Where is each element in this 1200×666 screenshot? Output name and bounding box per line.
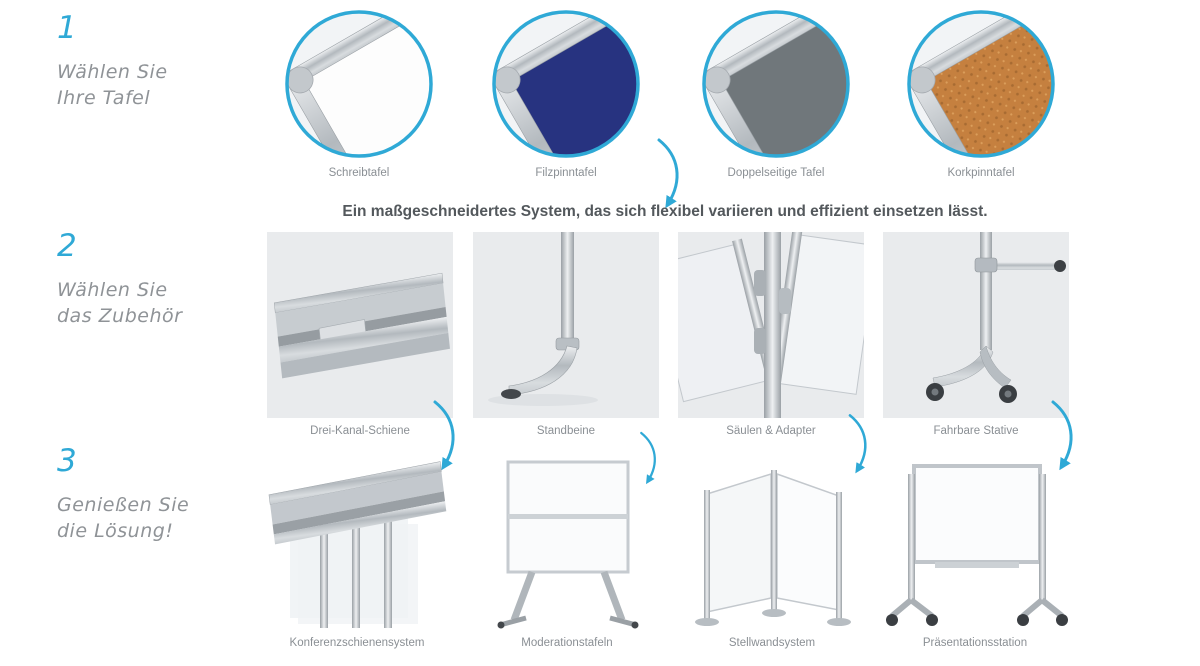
accessory-item-fahrbare-stative: Fahrbare Stative — [883, 232, 1069, 437]
solution-label: Konferenzschienensystem — [289, 637, 425, 649]
accessory-item-drei-kanal-schiene: Drei-Kanal-Schiene — [267, 232, 453, 437]
saeulen-adapter-photo — [678, 232, 864, 418]
filzpinntafel-photo — [492, 10, 640, 158]
fahrbare-stative-photo — [883, 232, 1069, 418]
accessory-label: Drei-Kanal-Schiene — [310, 425, 410, 437]
solution-item-konferenzschienensystem: Konferenzschienensystem — [262, 458, 452, 649]
moderationstafeln-photo — [497, 460, 639, 629]
board-label: Schreibtafel — [328, 167, 390, 179]
accessory-item-saeulen-adapter: Säulen & Adapter — [678, 232, 864, 437]
solution-item-praesentationsstation: Präsentationsstation — [880, 458, 1070, 649]
solution-label: Moderationstafeln — [521, 637, 613, 649]
standbeine-photo — [473, 232, 659, 418]
board-label: Doppelseitige Tafel — [727, 167, 825, 179]
accessory-item-standbeine: Standbeine — [473, 232, 659, 437]
solution-label: Präsentationsstation — [922, 637, 1028, 649]
board-item-doppelseitige-tafel: Doppelseitige Tafel — [700, 8, 852, 179]
board-item-filzpinntafel: Filzpinntafel — [490, 8, 642, 179]
system-headline: Ein maßgeschneidertes System, das sich f… — [342, 203, 988, 220]
stellwandsystem-photo — [695, 470, 851, 626]
accessory-label: Säulen & Adapter — [726, 425, 816, 437]
curved-arrow-icon — [1051, 400, 1073, 471]
board-item-korkpinntafel: Korkpinntafel — [905, 8, 1057, 179]
curved-arrow-icon — [433, 400, 455, 471]
solution-label: Stellwandsystem — [728, 637, 816, 649]
curved-arrow-icon — [848, 414, 867, 474]
step-3-number: 3 — [57, 443, 77, 479]
curved-arrow-icon — [640, 431, 656, 485]
praesentationsstation-photo — [886, 464, 1068, 626]
doppelseitige-tafel-photo — [702, 10, 850, 158]
accessory-label: Fahrbare Stative — [933, 425, 1019, 437]
board-item-schreibtafel: Schreibtafel — [283, 8, 435, 179]
board-label: Korkpinntafel — [947, 167, 1015, 179]
board-label: Filzpinntafel — [535, 167, 597, 179]
schreibtafel-photo — [285, 10, 433, 158]
solution-item-stellwandsystem: Stellwandsystem — [677, 458, 867, 649]
korkpinntafel-photo — [907, 10, 1055, 158]
konferenzschienensystem-photo — [268, 461, 447, 628]
step-1-number: 1 — [57, 10, 77, 46]
curved-arrow-icon — [657, 138, 679, 209]
solution-item-moderationstafeln: Moderationstafeln — [472, 458, 662, 649]
accessory-label: Standbeine — [536, 425, 596, 437]
step-2-number: 2 — [57, 228, 77, 264]
drei-kanal-schiene-photo — [267, 232, 453, 418]
